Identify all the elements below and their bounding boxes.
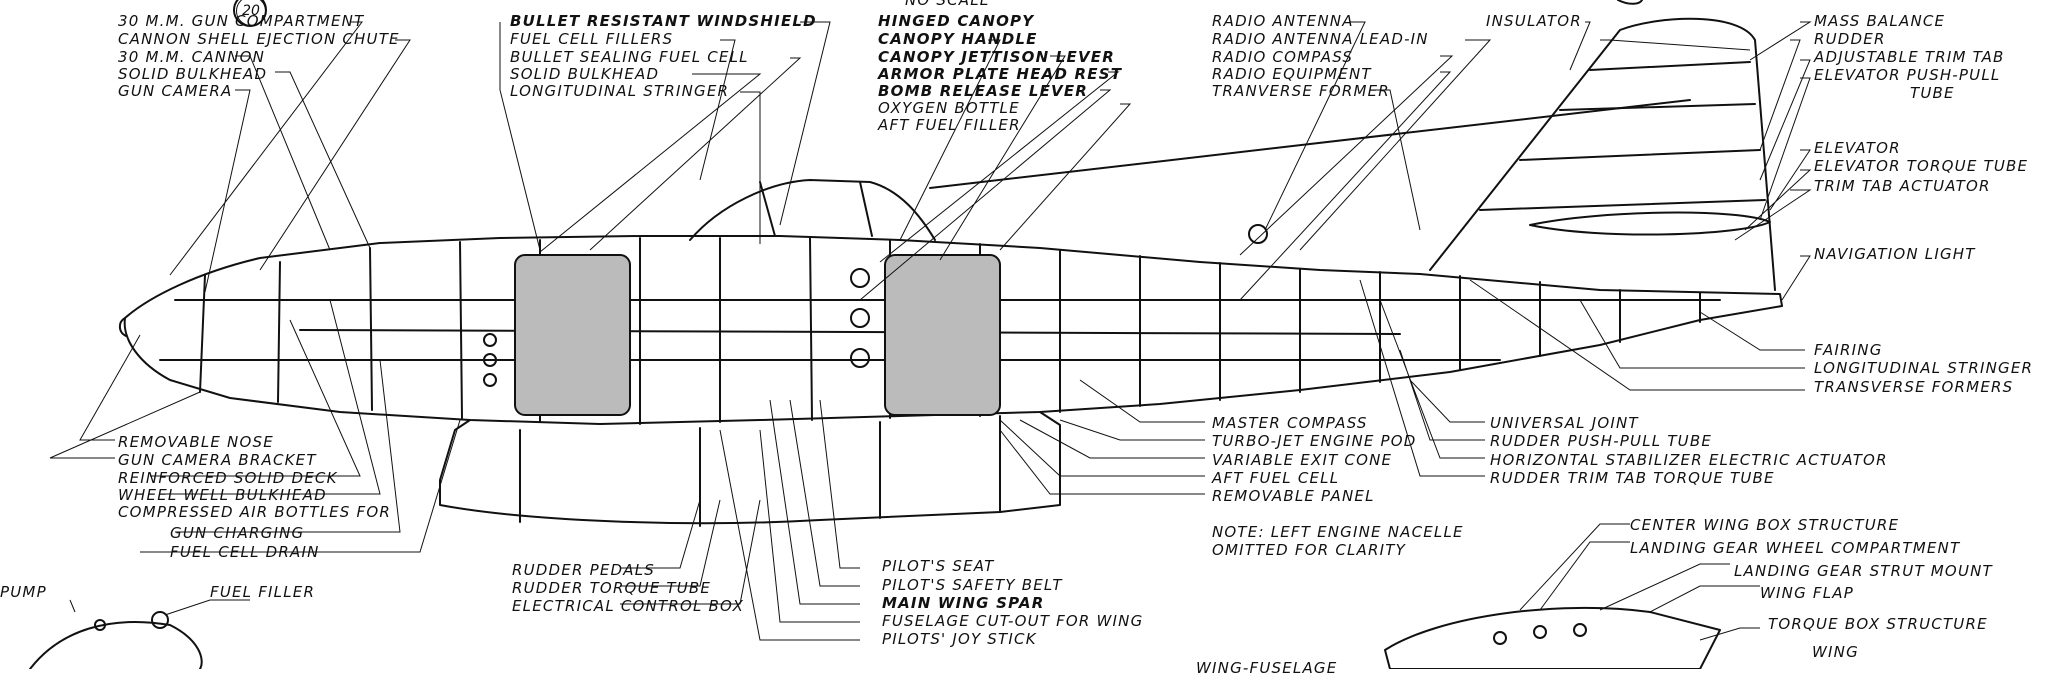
label-cannon-shell-chute: CANNON SHELL EJECTION CHUTE (118, 30, 400, 48)
label-fuselage-cutout: FUSELAGE CUT-OUT FOR WING (882, 612, 1144, 630)
figure-number: 20 (236, 0, 266, 26)
label-torque-box-structure: TORQUE BOX STRUCTURE (1768, 615, 1988, 633)
label-rudder-trim-tab-torque-tube: RUDDER TRIM TAB TORQUE TUBE (1490, 469, 1775, 487)
label-pump: PUMP (0, 583, 47, 601)
label-adjustable-trim-tab: ADJUSTABLE TRIM TAB (1814, 48, 2005, 66)
label-radio-antenna-lead-in: RADIO ANTENNA LEAD-IN (1212, 30, 1429, 48)
label-bullet-resistant-windshield: BULLET RESISTANT WINDSHIELD (510, 12, 817, 30)
label-aft-fuel-cell: AFT FUEL CELL (1212, 469, 1340, 487)
label-rudder-push-pull-tube: RUDDER PUSH-PULL TUBE (1490, 432, 1713, 450)
label-note-line2: OMITTED FOR CLARITY (1212, 541, 1406, 559)
label-universal-joint: UNIVERSAL JOINT (1490, 414, 1639, 432)
label-trim-tab-actuator: TRIM TAB ACTUATOR (1814, 177, 1991, 195)
fuel-tank (29, 621, 203, 669)
label-gun-compartment: 30 M.M. GUN COMPARTMENT (118, 12, 365, 30)
label-hinged-canopy: HINGED CANOPY (878, 12, 1035, 30)
label-wing: WING (1812, 643, 1859, 661)
label-master-compass: MASTER COMPASS (1212, 414, 1368, 432)
label-elevator: ELEVATOR (1814, 139, 1901, 157)
engine-pod (439, 411, 1061, 525)
label-canopy-jettison-lever: CANOPY JETTISON LEVER (878, 48, 1115, 66)
label-landing-gear-wheel-compartment: LANDING GEAR WHEEL COMPARTMENT (1630, 539, 1961, 557)
label-fuel-cell-fillers: FUEL CELL FILLERS (510, 30, 674, 48)
label-gun-camera-bracket: GUN CAMERA BRACKET (118, 451, 317, 469)
label-armor-plate-head-rest: ARMOR PLATE HEAD REST (878, 65, 1123, 83)
label-gun-camera: GUN CAMERA (118, 82, 233, 100)
label-longitudinal-stringer: LONGITUDINAL STRINGER (1814, 359, 2034, 377)
label-fuel-cell-drain: FUEL CELL DRAIN (170, 543, 320, 561)
leader-lines (49, 21, 1812, 641)
label-canopy-handle: CANOPY HANDLE (878, 30, 1038, 48)
label-elevator-torque-tube: ELEVATOR TORQUE TUBE (1814, 157, 2029, 175)
label-compressed-air-bottles: COMPRESSED AIR BOTTLES FOR (118, 503, 391, 521)
fuselage-outline (123, 235, 1783, 425)
label-removable-panel: REMOVABLE PANEL (1212, 487, 1375, 505)
scale-note: NO SCALE (905, 0, 991, 9)
label-landing-gear-strut-mount: LANDING GEAR STRUT MOUNT (1734, 562, 1993, 580)
label-wheel-well-bulkhead: WHEEL WELL BULKHEAD (118, 486, 327, 504)
label-rudder-pedals: RUDDER PEDALS (512, 561, 655, 579)
label-aft-fuel-filler: AFT FUEL FILLER (878, 116, 1021, 134)
nose-tip (118, 317, 127, 337)
label-electrical-control-box: ELECTRICAL CONTROL BOX (512, 597, 745, 615)
vertical-tail (1429, 17, 1776, 291)
label-note-line1: NOTE: LEFT ENGINE NACELLE (1212, 523, 1464, 541)
label-bomb-release-lever: BOMB RELEASE LEVER (878, 82, 1089, 100)
label-fairing: FAIRING (1814, 341, 1883, 359)
label-bullet-sealing-fuel-cell: BULLET SEALING FUEL CELL (510, 48, 749, 66)
label-longitudinal-stringer-front: LONGITUDINAL STRINGER (510, 82, 730, 100)
label-cannon-30mm: 30 M.M. CANNON (118, 48, 266, 66)
label-fuel-filler: FUEL FILLER (210, 583, 316, 601)
label-horizontal-stabilizer-actuator: HORIZONTAL STABILIZER ELECTRIC ACTUATOR (1490, 451, 1888, 469)
label-solid-bulkhead: SOLID BULKHEAD (510, 65, 660, 83)
forward-fuel-cell (514, 254, 631, 416)
label-solid-bulkhead-front: SOLID BULKHEAD (118, 65, 268, 83)
label-tranverse-former: TRANVERSE FORMER (1212, 82, 1390, 100)
label-reinforced-solid-deck: REINFORCED SOLID DECK (118, 469, 338, 487)
label-pilots-seat: PILOT'S SEAT (882, 557, 995, 575)
label-main-wing-spar: MAIN WING SPAR (882, 594, 1045, 612)
label-elevator-push-pull: ELEVATOR PUSH-PULL (1814, 66, 2001, 84)
canopy-outline (689, 179, 936, 241)
horizontal-stabilizer (1529, 211, 1771, 236)
label-transverse-formers: TRANSVERSE FORMERS (1814, 378, 2014, 396)
antenna-wire (929, 99, 1691, 189)
label-radio-equipment: RADIO EQUIPMENT (1212, 65, 1372, 83)
label-navigation-light: NAVIGATION LIGHT (1814, 245, 1976, 263)
label-oxygen-bottle: OXYGEN BOTTLE (878, 99, 1020, 117)
label-gun-charging: GUN CHARGING (170, 524, 305, 542)
label-tube: TUBE (1910, 84, 1955, 102)
label-center-wing-box: CENTER WING BOX STRUCTURE (1630, 516, 1900, 534)
label-insulator: INSULATOR (1486, 12, 1582, 30)
label-turbo-jet-engine-pod: TURBO-JET ENGINE POD (1212, 432, 1417, 450)
label-pilots-safety-belt: PILOT'S SAFETY BELT (882, 576, 1063, 594)
label-rudder-torque-tube: RUDDER TORQUE TUBE (512, 579, 712, 597)
label-radio-compass: RADIO COMPASS (1212, 48, 1354, 66)
label-wing-flap: WING FLAP (1760, 584, 1854, 602)
figure-number-ring (233, 0, 267, 27)
label-variable-exit-cone: VARIABLE EXIT CONE (1212, 451, 1393, 469)
label-rudder: RUDDER (1814, 30, 1886, 48)
label-mass-balance: MASS BALANCE (1814, 12, 1946, 30)
wing-section (1384, 606, 1721, 669)
label-removable-nose: REMOVABLE NOSE (118, 433, 274, 451)
aft-fuel-cell (884, 254, 1001, 416)
label-pilots-joy-stick: PILOTS' JOY STICK (882, 630, 1037, 648)
label-radio-antenna: RADIO ANTENNA (1212, 12, 1354, 30)
